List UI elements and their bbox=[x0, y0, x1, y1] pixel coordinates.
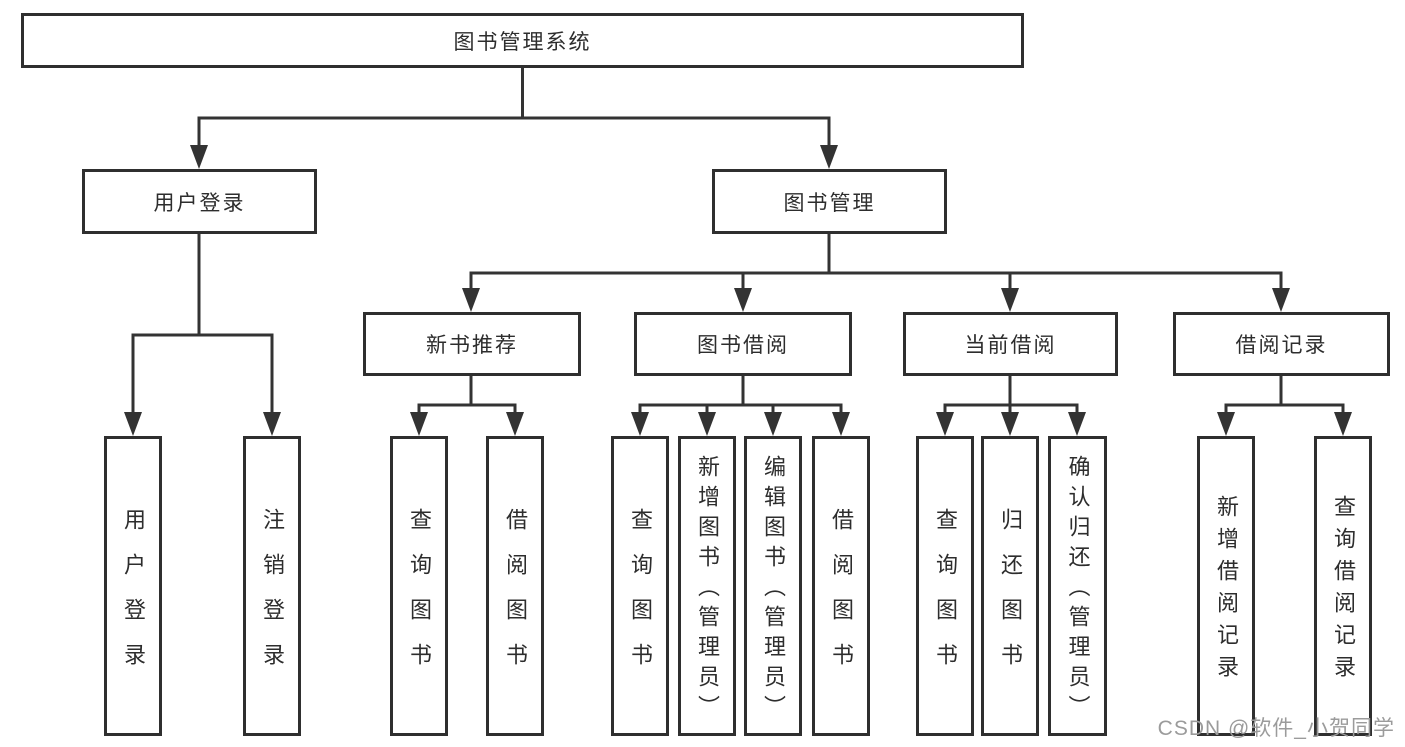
node-leaf-user-login-label: 用户登录 bbox=[121, 507, 146, 688]
node-book-borrow-label: 图书借阅 bbox=[697, 334, 789, 357]
node-book-management-label: 图书管理 bbox=[783, 191, 876, 215]
node-leaf-add-book-admin-label: 新增图书（管理员） bbox=[695, 455, 720, 725]
node-library-system-label: 图书管理系统 bbox=[453, 30, 592, 54]
node-user-login-group-label: 用户登录 bbox=[153, 191, 246, 215]
connector-borrow-records-branch bbox=[1217, 376, 1352, 436]
node-leaf-query-books-current-label: 查询图书 bbox=[933, 507, 958, 688]
node-library-system: 图书管理系统 bbox=[21, 13, 1024, 68]
node-leaf-query-books-current: 查询图书 bbox=[916, 436, 974, 736]
connector-book-borrow-branch bbox=[631, 376, 850, 436]
node-leaf-edit-book-admin-label: 编辑图书（管理员） bbox=[761, 455, 786, 725]
connector-root-to-level2 bbox=[190, 68, 838, 169]
node-leaf-add-book-admin: 新增图书（管理员） bbox=[678, 436, 736, 736]
node-leaf-logout-label: 注销登录 bbox=[260, 507, 285, 688]
node-leaf-edit-book-admin: 编辑图书（管理员） bbox=[744, 436, 802, 736]
connector-new-book-branch bbox=[410, 376, 524, 436]
node-borrow-records: 借阅记录 bbox=[1173, 312, 1390, 376]
node-leaf-logout: 注销登录 bbox=[243, 436, 301, 736]
node-leaf-return-book: 归还图书 bbox=[981, 436, 1039, 736]
node-leaf-query-borrow-record: 查询借阅记录 bbox=[1314, 436, 1372, 736]
connector-book-management-branch bbox=[462, 234, 1290, 312]
node-book-management: 图书管理 bbox=[712, 169, 947, 234]
csdn-watermark: CSDN @软件_小贺同学 bbox=[1157, 717, 1395, 740]
connector-current-borrow-branch bbox=[936, 376, 1086, 436]
node-new-book-recommend-label: 新书推荐 bbox=[426, 334, 518, 357]
node-leaf-user-login: 用户登录 bbox=[104, 436, 162, 736]
node-leaf-borrow-books-label: 借阅图书 bbox=[829, 507, 854, 688]
node-current-borrow-label: 当前借阅 bbox=[964, 334, 1057, 357]
node-leaf-confirm-return-admin: 确认归还（管理员） bbox=[1048, 436, 1107, 736]
node-user-login-group: 用户登录 bbox=[82, 169, 317, 234]
node-leaf-confirm-return-admin-label: 确认归还（管理员） bbox=[1065, 455, 1091, 725]
node-leaf-borrow-books-recommend: 借阅图书 bbox=[486, 436, 544, 736]
node-new-book-recommend: 新书推荐 bbox=[363, 312, 581, 376]
connector-user-login-branch bbox=[124, 234, 281, 436]
node-leaf-query-borrow-record-label: 查询借阅记录 bbox=[1331, 495, 1356, 687]
node-leaf-add-borrow-record: 新增借阅记录 bbox=[1197, 436, 1255, 736]
node-leaf-query-books-recommend-label: 查询图书 bbox=[407, 507, 432, 688]
node-leaf-query-books-borrow: 查询图书 bbox=[611, 436, 669, 736]
node-current-borrow: 当前借阅 bbox=[903, 312, 1118, 376]
node-leaf-add-borrow-record-label: 新增借阅记录 bbox=[1214, 495, 1239, 687]
node-leaf-query-books-borrow-label: 查询图书 bbox=[628, 507, 653, 688]
node-borrow-records-label: 借阅记录 bbox=[1235, 334, 1328, 357]
node-leaf-borrow-books: 借阅图书 bbox=[812, 436, 870, 736]
node-leaf-borrow-books-recommend-label: 借阅图书 bbox=[503, 507, 528, 688]
node-leaf-return-book-label: 归还图书 bbox=[998, 507, 1023, 688]
node-leaf-query-books-recommend: 查询图书 bbox=[390, 436, 448, 736]
node-book-borrow: 图书借阅 bbox=[634, 312, 852, 376]
